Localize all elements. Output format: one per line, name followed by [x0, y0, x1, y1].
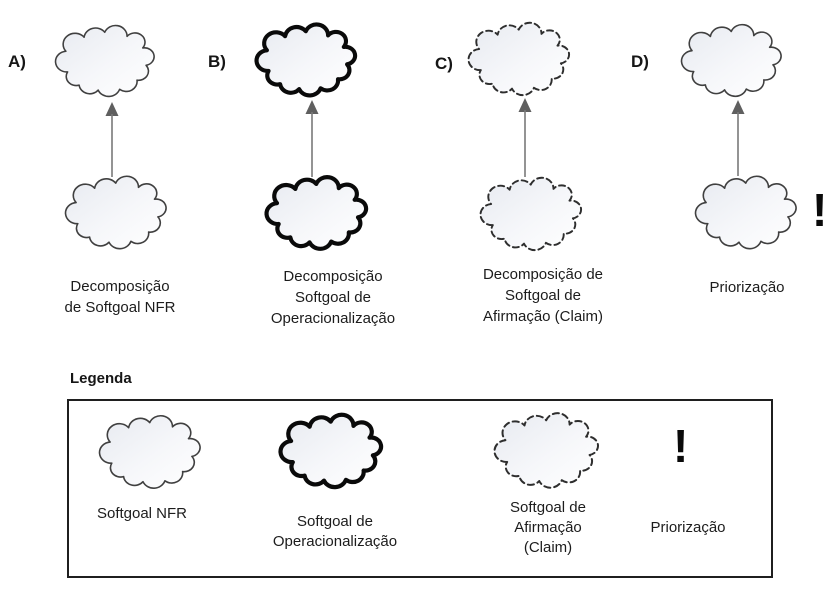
legend-label-softgoal-afirmacao: Softgoal de Afirmação (Claim)	[510, 499, 586, 556]
decomposition-arrow-b	[305, 100, 319, 177]
section-d-letter: D)	[631, 52, 649, 71]
softgoal-nfr-child-cloud	[64, 175, 167, 250]
cloud-thin-icon	[98, 414, 201, 489]
legend-label-softgoal-nfr: Softgoal NFR	[96, 505, 188, 522]
cloud-dashed-icon	[493, 412, 600, 489]
cloud-thick-icon	[281, 412, 383, 492]
legend-label-priorizacao: Priorização	[650, 519, 726, 536]
legend-title: Legenda	[70, 370, 132, 387]
section-c-caption: Decomposição de Softgoal de Afirmação (C…	[482, 266, 604, 325]
claim-softgoal-child-cloud	[479, 176, 583, 252]
decomposition-arrow-a	[105, 102, 119, 177]
softgoal-nfr-parent-cloud	[54, 24, 155, 98]
prioritization-parent-cloud	[680, 23, 782, 98]
section-d-caption: Priorização	[709, 279, 785, 296]
section-b-letter: B)	[208, 52, 226, 71]
operationalizing-softgoal-parent-cloud	[257, 21, 357, 101]
priority-exclamation-icon: !	[812, 184, 828, 236]
decomposition-arrow-c	[518, 98, 532, 177]
prioritization-child-cloud	[694, 175, 797, 250]
section-b-caption: Decomposição Softgoal de Operacionalizaç…	[270, 268, 396, 327]
section-a-letter: A)	[8, 52, 26, 71]
section-c-letter: C)	[435, 54, 453, 73]
section-a-caption: Decomposição de Softgoal NFR	[64, 278, 176, 316]
claim-softgoal-parent-cloud	[467, 21, 571, 97]
prioritization-arrow-d	[731, 100, 745, 176]
exclamation-icon: !	[673, 420, 689, 472]
operationalizing-softgoal-child-cloud	[267, 175, 368, 253]
legend-label-softgoal-operacionalizacao: Softgoal de Operacionalização	[272, 513, 398, 550]
